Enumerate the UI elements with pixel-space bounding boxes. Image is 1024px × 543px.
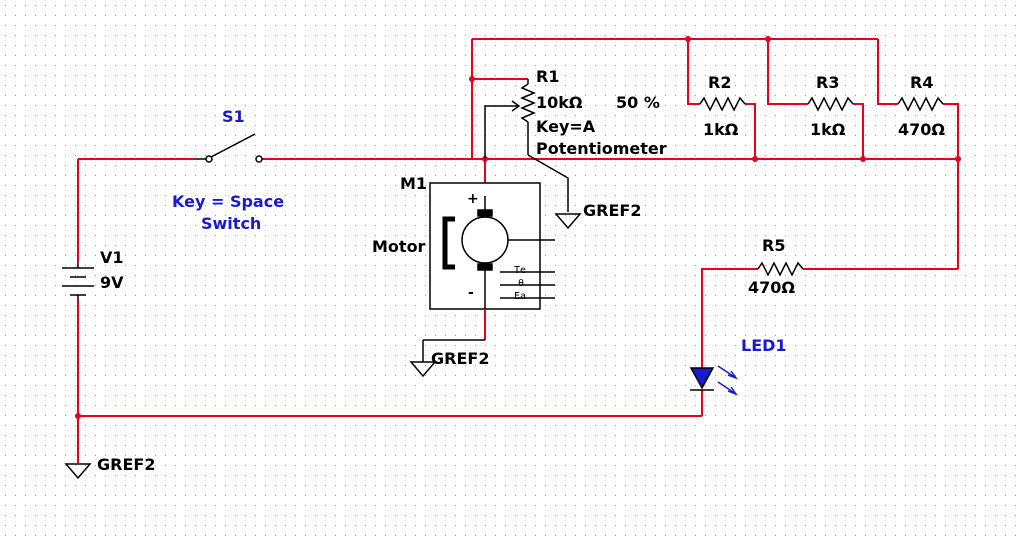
motor-pin-te: Te (514, 265, 526, 276)
battery-v1[interactable]: V1 9V (62, 248, 124, 300)
resistor-r2-ref: R2 (708, 73, 731, 92)
motor-pin-ea: Ea (514, 291, 526, 302)
resistor-r3-value: 1kΩ (810, 120, 846, 139)
wires (77, 38, 959, 463)
ground-battery-label: GREF2 (97, 455, 155, 474)
resistor-r3[interactable]: R3 1kΩ (807, 73, 854, 139)
resistor-r4-ref: R4 (910, 73, 933, 92)
motor-m1-ref: M1 (400, 174, 427, 193)
motor-m1-name: Motor (372, 237, 426, 256)
motor-minus-sign: - (468, 285, 474, 301)
potentiometer-r1[interactable]: R1 10kΩ 50 % Key=A Potentiometer (484, 67, 667, 212)
resistor-r5-value: 470Ω (748, 278, 795, 297)
switch-s1[interactable]: S1 Key = Space Switch (172, 107, 284, 233)
ground-pot-label: GREF2 (583, 201, 641, 220)
pot-r1-value: 10kΩ (536, 93, 583, 112)
ground-battery: GREF2 (64, 455, 155, 480)
ground-motor-label: GREF2 (431, 349, 489, 368)
resistor-r3-ref: R3 (816, 73, 839, 92)
battery-v1-value: 9V (100, 273, 124, 292)
led1-ref: LED1 (741, 336, 787, 355)
resistor-r2[interactable]: R2 1kΩ (699, 73, 746, 139)
switch-s1-type-label: Switch (201, 214, 261, 233)
motor-pin-theta: θ (518, 278, 524, 289)
switch-s1-key-label: Key = Space (172, 192, 284, 211)
switch-s1-ref: S1 (222, 107, 245, 126)
ground-motor: GREF2 (409, 339, 489, 378)
motor-plus-sign: + (467, 191, 479, 207)
resistor-r4[interactable]: R4 470Ω (897, 73, 945, 139)
pot-r1-ref: R1 (536, 67, 559, 86)
battery-v1-ref: V1 (100, 248, 124, 267)
led1[interactable]: LED1 (689, 336, 787, 396)
pot-r1-percent: 50 % (616, 93, 660, 112)
resistor-r2-value: 1kΩ (703, 120, 739, 139)
resistor-r4-value: 470Ω (898, 120, 945, 139)
motor-m1[interactable]: + - Te θ Ea M1 Motor (372, 174, 555, 340)
resistor-r5-ref: R5 (762, 236, 785, 255)
resistor-r5[interactable]: R5 470Ω (748, 236, 804, 297)
pot-r1-key: Key=A (536, 117, 596, 136)
ground-pot: GREF2 (554, 201, 641, 230)
pot-r1-type: Potentiometer (536, 139, 667, 158)
